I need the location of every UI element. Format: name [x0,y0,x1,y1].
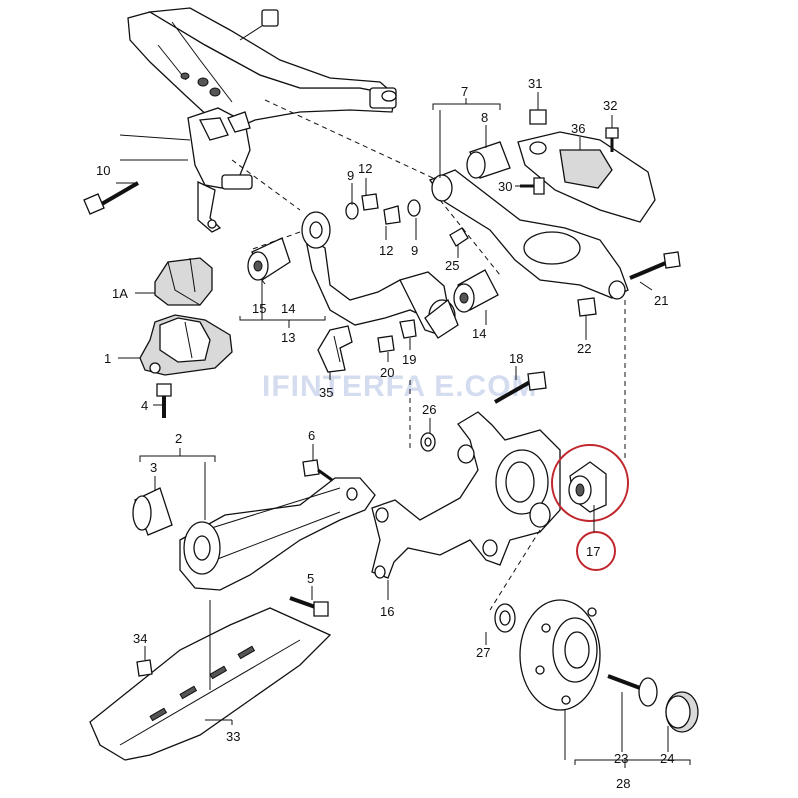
callout-12-top: 12 [358,161,372,176]
washers-9-12 [345,193,421,225]
part-5-bolt [289,596,329,617]
callout-20: 20 [380,365,394,380]
callout-labels: 10 1A 1 4 15 14 13 9 12 12 9 7 8 25 14 3… [96,76,674,791]
callout-13: 13 [281,330,295,345]
part-7-lower-arm [429,169,629,300]
callout-15: 15 [252,301,266,316]
part-1A-bump-stop [154,257,213,306]
part-14-bushing-upper [453,269,499,313]
part-15-bushing [247,237,291,281]
callout-32: 32 [603,98,617,113]
part-28-hub [519,599,601,711]
callout-23: 23 [614,751,628,766]
callout-22: 22 [577,341,591,356]
part-2-trailing-arm [179,477,376,591]
part-27-seal [494,603,516,633]
callout-36: 36 [571,121,585,136]
callout-4: 4 [141,398,148,413]
callout-3: 3 [150,460,157,475]
part-31-nut [529,109,547,125]
part-25-bushing [449,227,469,247]
callout-31: 31 [528,76,542,91]
callout-17: 17 [586,544,600,559]
part-21-bolt [629,251,681,280]
callout-2: 2 [175,431,182,446]
callout-30: 30 [498,179,512,194]
bolt-4 [156,383,172,418]
watermark-text: IFINTERFA E.COM [262,370,538,403]
callout-14-right: 14 [472,326,486,341]
part-26-washer [420,432,436,452]
callout-35: 35 [319,385,333,400]
part-6-bolt [302,459,333,482]
callout-7: 7 [461,84,468,99]
callout-9-top: 9 [347,168,354,183]
part-17-bushing [568,461,607,513]
part-3-bushing [132,487,173,536]
bolt-10 [83,181,140,215]
callout-24: 24 [660,751,674,766]
callout-5: 5 [307,571,314,586]
part-20-nut [377,335,395,353]
part-14-bushing-lower [424,298,459,339]
callout-26: 26 [422,402,436,417]
callout-34: 34 [133,631,147,646]
callout-6: 6 [308,428,315,443]
part-8-bushing [466,141,511,179]
leader-lines [116,92,691,768]
callout-33: 33 [226,729,240,744]
callout-14-left: 14 [281,301,295,316]
highlight-label-circle-17 [576,531,616,571]
callout-18: 18 [509,351,523,366]
part-22-nut [577,297,597,317]
callout-16: 16 [380,604,394,619]
part-30-bolt [520,177,545,195]
part-23-bolt [607,674,658,707]
callout-28: 28 [616,776,630,791]
part-19-clip [399,319,417,339]
callout-27: 27 [476,645,490,660]
dashed-guide-lines [231,99,626,611]
callout-25: 25 [445,258,459,273]
callout-19: 19 [402,352,416,367]
highlight-circle-17 [551,444,629,522]
callout-1A: 1A [112,286,128,301]
part-18-bolt [494,371,547,404]
part-35-bracket [317,325,353,373]
part-36-bracket [517,131,656,223]
callout-8: 8 [481,110,488,125]
subframe [119,7,398,233]
callout-10: 10 [96,163,110,178]
part-34-clip [136,659,153,677]
part-1-mount [139,314,233,376]
callout-1: 1 [104,351,111,366]
part-24-cap [665,691,699,733]
callout-9-bottom: 9 [411,243,418,258]
part-32-bolt [605,127,619,152]
subframe-bolt [239,9,279,41]
callout-12-bottom: 12 [379,243,393,258]
part-16-knuckle [371,411,561,579]
callout-21: 21 [654,293,668,308]
